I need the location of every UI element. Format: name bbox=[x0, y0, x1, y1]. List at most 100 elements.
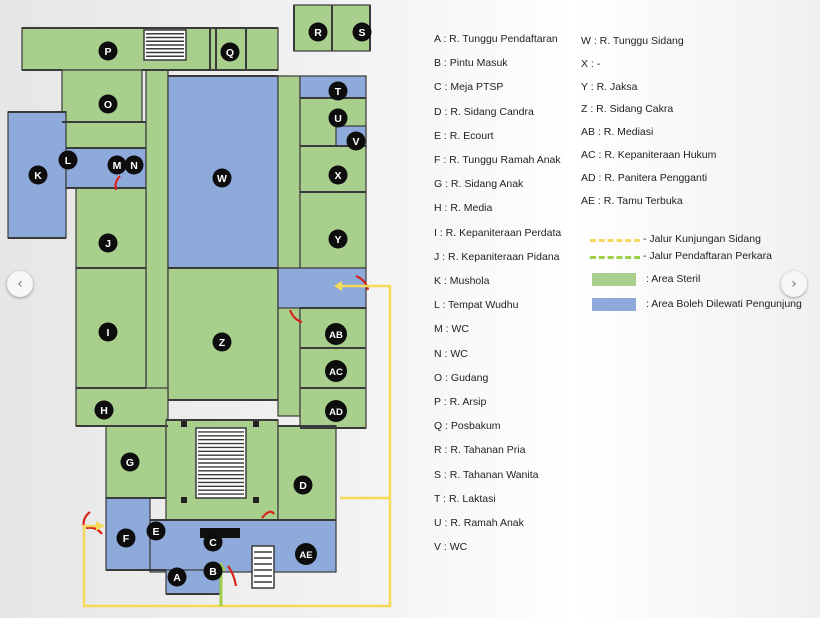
room-marker-dot bbox=[28, 165, 48, 185]
room-marker-label: A bbox=[173, 572, 181, 584]
room-marker-dot bbox=[203, 532, 223, 552]
door-marker bbox=[114, 175, 121, 191]
room-marker-label: D bbox=[299, 480, 307, 492]
room-marker-v: V bbox=[346, 131, 366, 151]
door-marker bbox=[227, 565, 238, 587]
room-marker-e: E bbox=[146, 521, 166, 541]
next-arrow-icon[interactable]: › bbox=[781, 271, 807, 297]
column bbox=[253, 421, 259, 427]
room-marker-label: AC bbox=[329, 367, 343, 378]
room-marker-label: T bbox=[335, 86, 342, 98]
room-marker-u: U bbox=[328, 108, 348, 128]
area-y-room bbox=[299, 191, 367, 269]
visit-route-arrow bbox=[96, 521, 104, 531]
main-stairs bbox=[195, 427, 247, 499]
room-marker-label: B bbox=[209, 566, 217, 578]
room-marker-label: Q bbox=[226, 47, 234, 59]
prev-arrow-icon[interactable]: ‹ bbox=[7, 271, 33, 297]
room-marker-dot bbox=[98, 322, 118, 342]
room-marker-label: M bbox=[113, 160, 122, 172]
area-h-room bbox=[75, 387, 169, 427]
visit-route-arrow bbox=[334, 281, 342, 291]
room-marker-dot bbox=[107, 155, 127, 175]
room-marker-l: L bbox=[58, 150, 78, 170]
room-marker-t: T bbox=[328, 81, 348, 101]
room-marker-z: Z bbox=[212, 332, 232, 352]
room-marker-label: N bbox=[130, 160, 138, 172]
room-marker-dot bbox=[167, 567, 187, 587]
ptsp-desk bbox=[200, 528, 240, 538]
room-marker-ae: AE bbox=[295, 543, 317, 565]
room-marker-label: E bbox=[152, 526, 159, 538]
room-marker-dot bbox=[146, 521, 166, 541]
area-o-room bbox=[61, 69, 143, 123]
room-marker-dot bbox=[98, 94, 118, 114]
room-marker-label: X bbox=[334, 170, 341, 182]
area-corridor-blue bbox=[277, 267, 367, 309]
room-marker-label: C bbox=[209, 537, 217, 549]
room-marker-label: P bbox=[104, 46, 111, 58]
room-marker-dot bbox=[295, 543, 317, 565]
room-marker-dot bbox=[212, 332, 232, 352]
top-stairs bbox=[143, 29, 187, 61]
room-marker-label: AB bbox=[329, 330, 343, 341]
column bbox=[253, 497, 259, 503]
room-marker-dot bbox=[308, 22, 328, 42]
room-marker-s: S bbox=[352, 22, 372, 42]
room-marker-m: M bbox=[107, 155, 127, 175]
room-marker-dot bbox=[328, 108, 348, 128]
room-marker-dot bbox=[352, 22, 372, 42]
room-marker-dot bbox=[220, 42, 240, 62]
room-marker-h: H bbox=[94, 400, 114, 420]
room-marker-dot bbox=[325, 323, 347, 345]
room-marker-c: C bbox=[203, 532, 223, 552]
room-marker-dot bbox=[98, 41, 118, 61]
room-marker-dot bbox=[328, 165, 348, 185]
room-marker-a: A bbox=[167, 567, 187, 587]
room-marker-g: G bbox=[120, 452, 140, 472]
door-marker bbox=[355, 274, 370, 291]
room-marker-w: W bbox=[212, 168, 232, 188]
room-marker-dot bbox=[325, 400, 347, 422]
room-marker-r: R bbox=[308, 22, 328, 42]
area-j-room bbox=[75, 187, 147, 269]
room-marker-label: K bbox=[34, 170, 42, 182]
room-marker-label: Z bbox=[219, 337, 226, 349]
room-marker-ad: AD bbox=[325, 400, 347, 422]
room-marker-o: O bbox=[98, 94, 118, 114]
room-marker-dot bbox=[94, 400, 114, 420]
room-marker-dot bbox=[116, 528, 136, 548]
door-marker bbox=[261, 510, 275, 519]
room-marker-dot bbox=[58, 150, 78, 170]
room-marker-b: B bbox=[203, 561, 223, 581]
room-marker-label: L bbox=[65, 155, 72, 167]
room-marker-dot bbox=[124, 155, 144, 175]
room-marker-dot bbox=[293, 475, 313, 495]
visit-route-line bbox=[82, 284, 392, 608]
room-marker-q: Q bbox=[220, 42, 240, 62]
area-below-o bbox=[61, 121, 147, 149]
room-marker-label: I bbox=[107, 327, 110, 339]
room-marker-label: S bbox=[358, 27, 365, 39]
room-marker-f: F bbox=[116, 528, 136, 548]
room-marker-k: K bbox=[28, 165, 48, 185]
room-marker-dot bbox=[325, 360, 347, 382]
room-marker-label: Y bbox=[334, 234, 341, 246]
room-marker-j: J bbox=[98, 233, 118, 253]
column bbox=[181, 497, 187, 503]
entrance-stairs bbox=[251, 545, 275, 589]
door-marker bbox=[85, 526, 103, 535]
room-marker-dot bbox=[346, 131, 366, 151]
room-marker-ac: AC bbox=[325, 360, 347, 382]
room-marker-label: G bbox=[126, 457, 134, 469]
stair-frame bbox=[251, 545, 275, 589]
corridor-right bbox=[277, 75, 301, 417]
room-marker-label: J bbox=[105, 238, 111, 250]
room-marker-label: O bbox=[104, 99, 112, 111]
room-marker-label: W bbox=[217, 173, 227, 185]
room-marker-d: D bbox=[293, 475, 313, 495]
room-marker-label: H bbox=[100, 405, 108, 417]
room-marker-dot bbox=[212, 168, 232, 188]
